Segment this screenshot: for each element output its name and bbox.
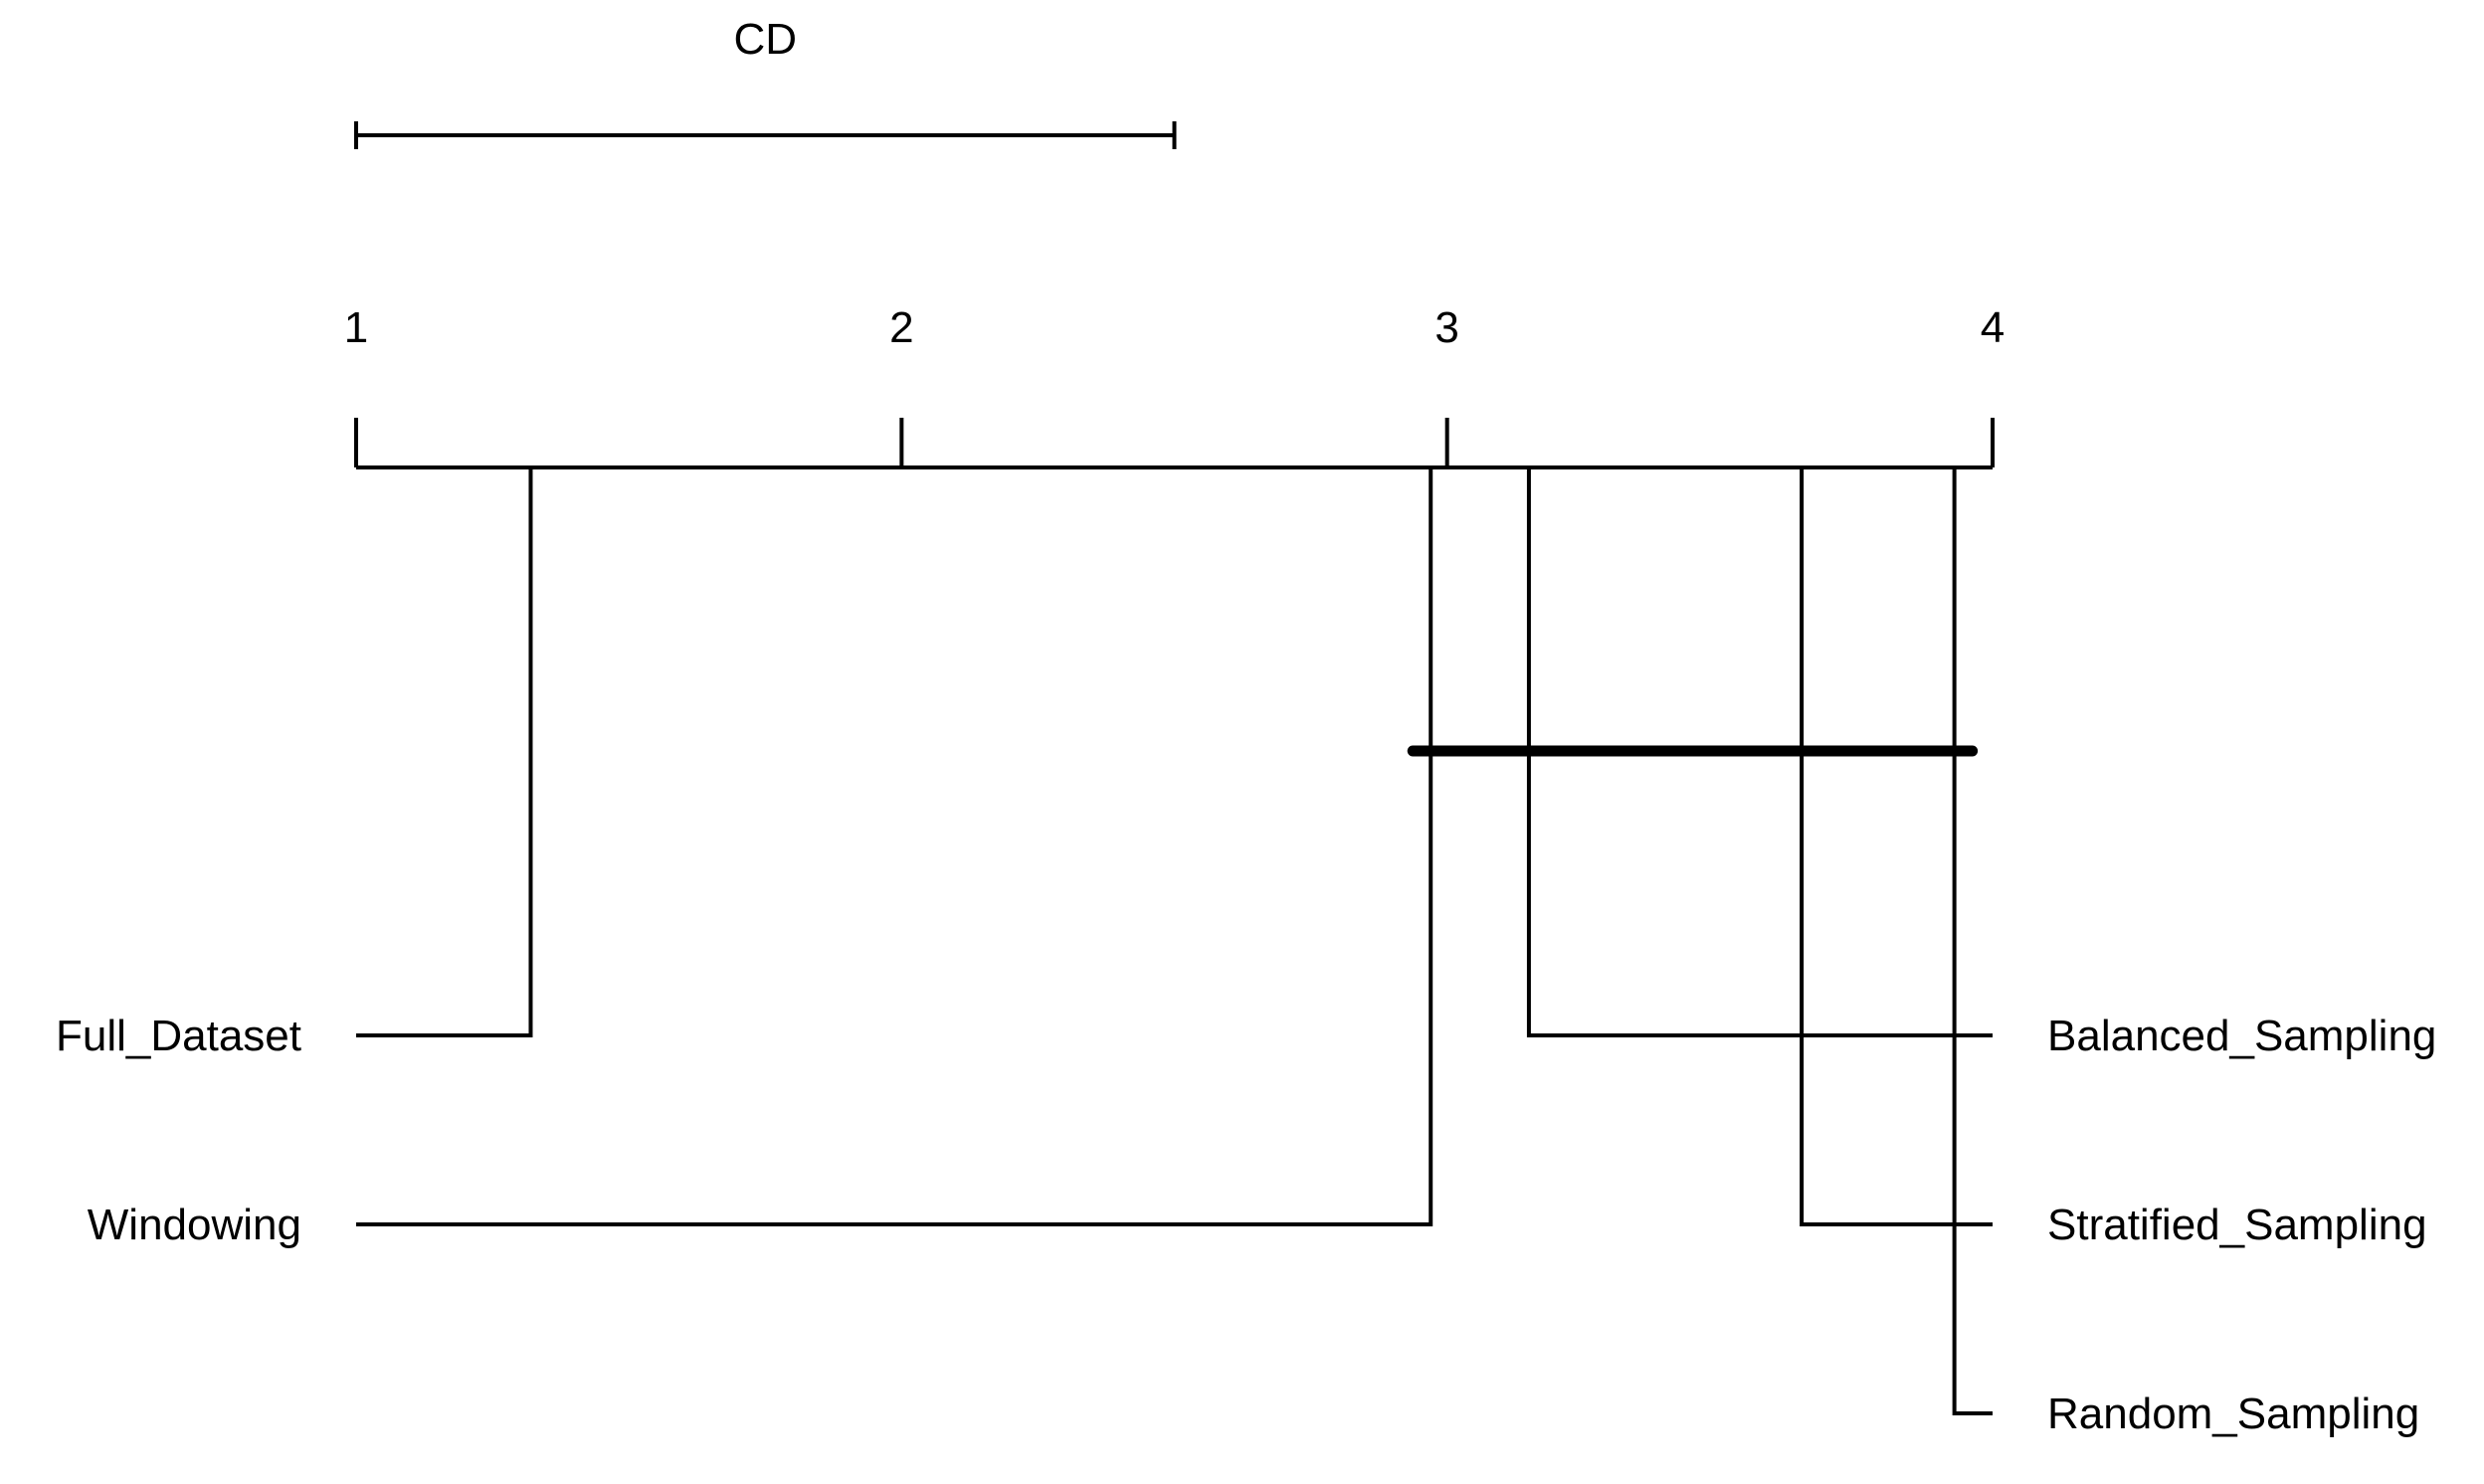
label-stratified-sampling: Stratified_Sampling: [2047, 1201, 2427, 1249]
cd-label: CD: [733, 15, 797, 64]
cd-bar: CD: [354, 15, 1177, 149]
rank-axis: 1 2 3 4: [344, 303, 2005, 469]
label-random-sampling: Random_Sampling: [2047, 1390, 2419, 1438]
axis-tick-label-1: 1: [344, 303, 368, 352]
label-balanced-sampling: Balanced_Sampling: [2047, 1012, 2436, 1060]
connector-stratified-sampling: [1800, 467, 1993, 1226]
method-connectors: [356, 467, 1993, 1415]
axis-tick-label-4: 4: [1981, 303, 2005, 352]
connector-random-sampling: [1952, 467, 1993, 1415]
connector-windowing: [356, 467, 1433, 1226]
label-windowing: Windowing: [88, 1201, 301, 1249]
connector-balanced-sampling: [1526, 467, 1993, 1037]
connector-full-dataset: [356, 467, 533, 1037]
axis-tick-label-2: 2: [889, 303, 913, 352]
label-full-dataset: Full_Dataset: [56, 1012, 301, 1060]
axis-tick-label-3: 3: [1434, 303, 1458, 352]
